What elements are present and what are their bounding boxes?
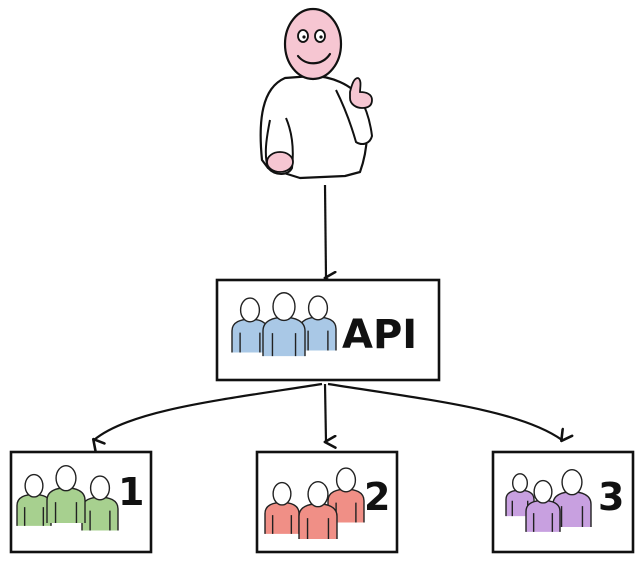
arrow-api-to-team-2 bbox=[325, 383, 326, 442]
user-left-hand bbox=[266, 151, 294, 173]
team-1-people-icon bbox=[16, 464, 119, 531]
user-right-arm bbox=[335, 89, 374, 145]
api-label: API bbox=[342, 312, 417, 358]
arrow-user-to-api bbox=[325, 184, 326, 278]
arrow-api-to-team-3 bbox=[327, 382, 562, 440]
thumbs-up-icon bbox=[349, 77, 373, 109]
user-head bbox=[283, 7, 343, 81]
team-3-label: 3 bbox=[598, 475, 624, 519]
team-box-1: 1 bbox=[9, 450, 153, 554]
arrow-api-to-team-1 bbox=[94, 382, 323, 440]
team-2-label: 2 bbox=[364, 475, 390, 519]
api-people-icon bbox=[231, 292, 337, 357]
team-3-people-icon bbox=[505, 468, 592, 532]
team-2-people-icon bbox=[264, 467, 365, 540]
team-box-2: 2 bbox=[255, 450, 399, 554]
team-box-3: 3 bbox=[491, 450, 635, 554]
team-1-label: 1 bbox=[118, 470, 144, 514]
user-figure bbox=[259, 7, 374, 180]
api-box: API bbox=[215, 278, 441, 382]
